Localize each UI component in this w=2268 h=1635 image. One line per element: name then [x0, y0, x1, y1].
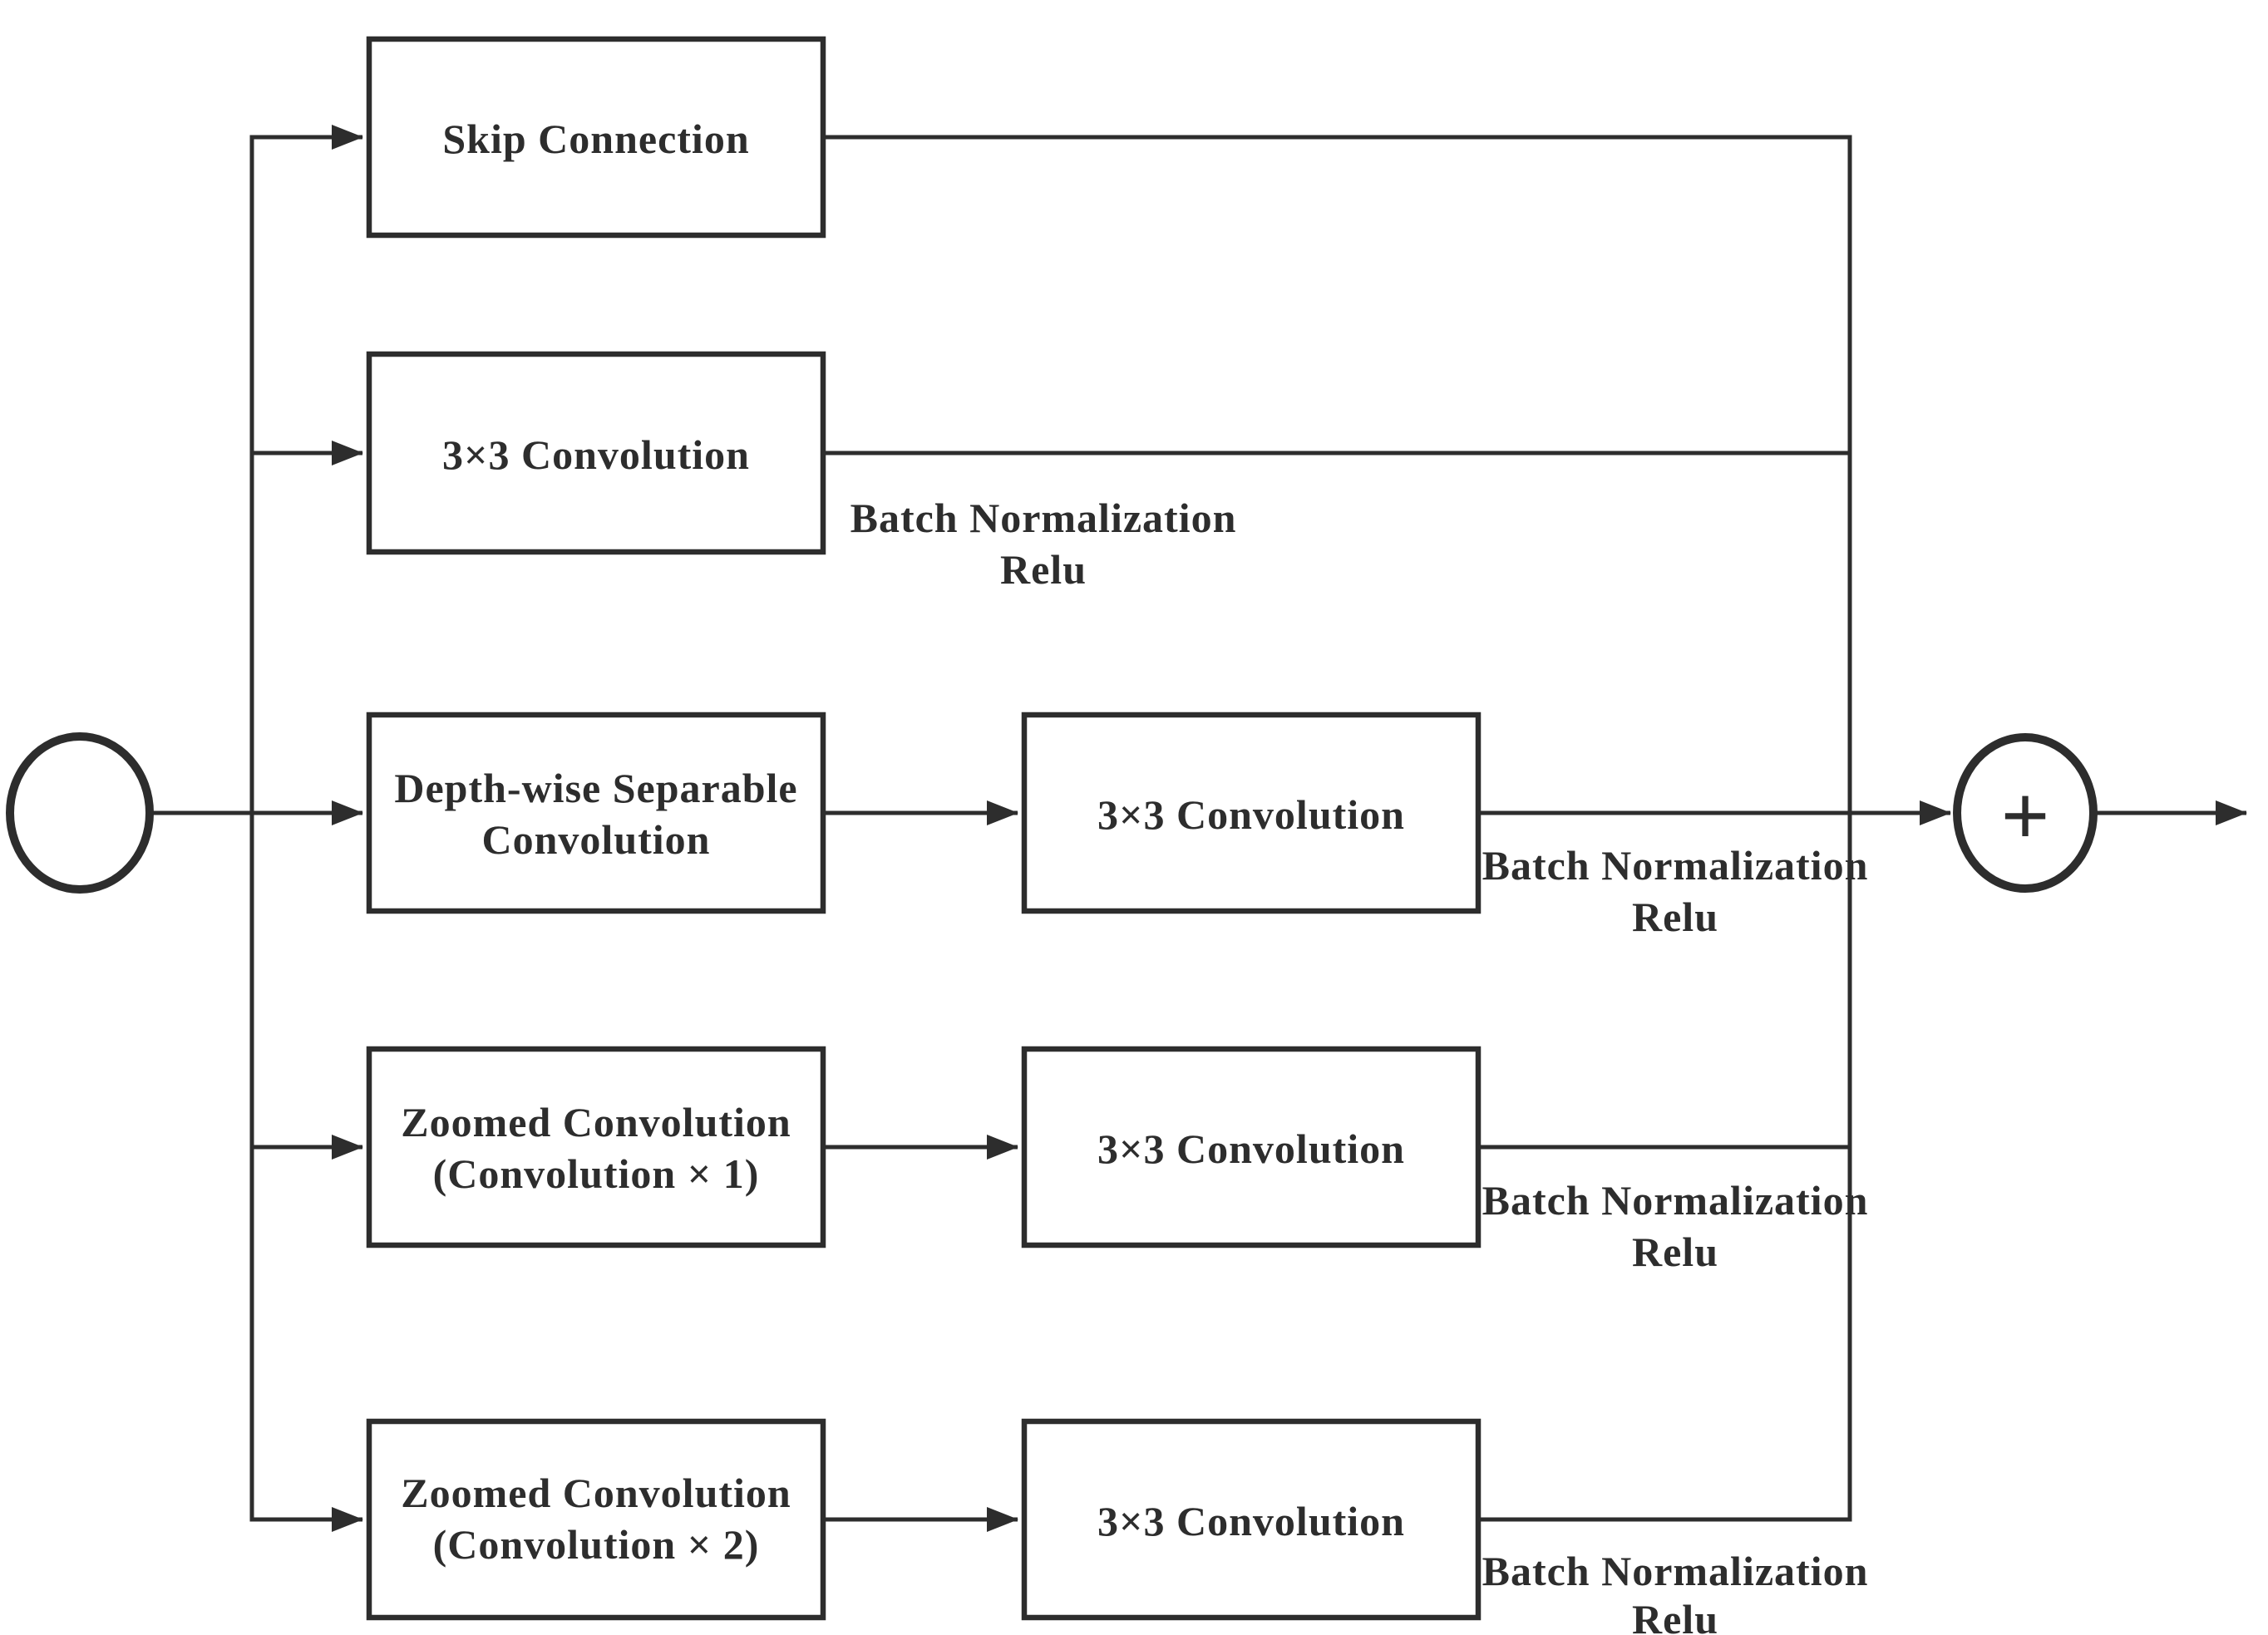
- conv3x3-note-line2: Relu: [1000, 546, 1087, 593]
- zoomed-conv-1-label-line2: (Convolution × 1): [433, 1150, 760, 1197]
- conv3x3-label: 3×3 Convolution: [442, 431, 750, 478]
- zoomed-conv-2-note-line2: Relu: [1632, 1596, 1718, 1635]
- depthwise-note-line2: Relu: [1632, 894, 1718, 940]
- depthwise-note-line1: Batch Normalization: [1482, 842, 1869, 889]
- zoomed-conv-1-conv3x3-label: 3×3 Convolution: [1097, 1125, 1405, 1172]
- branch-depthwise-separable: Depth-wise Separable Convolution 3×3 Con…: [366, 712, 1951, 940]
- zoomed-conv-1-label-line1: Zoomed Convolution: [401, 1099, 791, 1145]
- input-node-circle: [6, 732, 154, 894]
- skip-connection-box: [366, 36, 826, 239]
- skip-connection-label: Skip Connection: [442, 116, 749, 162]
- zoomed-conv-1-conv3x3-box: [1021, 1046, 1482, 1248]
- depthwise-separable-label-line2: Convolution: [482, 816, 711, 863]
- depthwise-separable-box: [366, 712, 826, 914]
- zoomed-conv-2-note-line1: Batch Normalization: [1482, 1548, 1869, 1594]
- zoomed-conv-1-note-line1: Batch Normalization: [1482, 1177, 1869, 1224]
- sum-node: +: [1953, 733, 2098, 893]
- zoomed-conv-1-box: [366, 1046, 826, 1248]
- depthwise-conv3x3-label: 3×3 Convolution: [1097, 791, 1405, 838]
- branch-zoomed-conv-2: Zoomed Convolution (Convolution × 2) 3×3…: [252, 1418, 1869, 1635]
- zoomed-conv-2-conv3x3-label: 3×3 Convolution: [1097, 1498, 1405, 1544]
- sum-symbol: +: [2000, 769, 2049, 864]
- branch-skip-connection: Skip Connection: [252, 36, 1850, 239]
- depthwise-separable-label-line1: Depth-wise Separable: [394, 765, 797, 811]
- conv3x3-note-line1: Batch Normalization: [850, 495, 1237, 541]
- zoomed-conv-1-note-line2: Relu: [1632, 1229, 1718, 1275]
- zoomed-conv-2-box: [366, 1418, 826, 1621]
- branch-zoomed-conv-1: Zoomed Convolution (Convolution × 1) 3×3…: [252, 1046, 1869, 1275]
- zoomed-conv-2-label-line2: (Convolution × 2): [433, 1521, 760, 1568]
- branch-conv3x3: 3×3 Convolution Batch Normalization Relu: [252, 351, 1850, 593]
- zoomed-conv-2-label-line1: Zoomed Convolution: [401, 1470, 791, 1516]
